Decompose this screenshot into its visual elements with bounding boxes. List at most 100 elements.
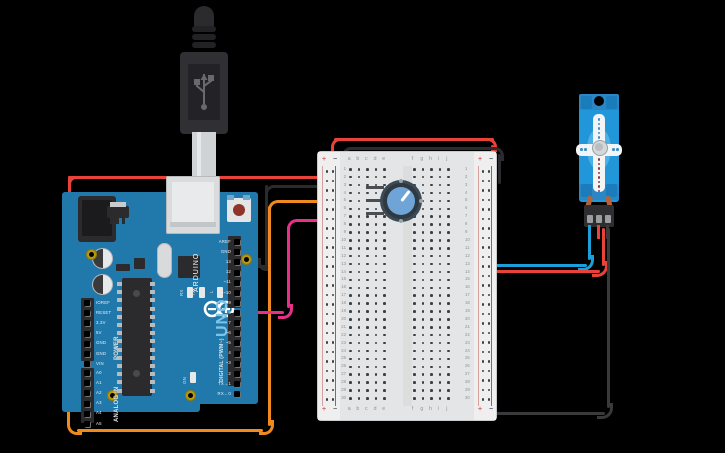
breadboard-hole[interactable]	[447, 278, 450, 282]
breadboard-hole[interactable]	[349, 175, 352, 179]
breadboard-hole[interactable]	[357, 175, 361, 179]
arduino-socket-digital-7[interactable]	[234, 320, 240, 326]
breadboard-rail-hole[interactable]	[331, 303, 335, 306]
breadboard-rail-hole[interactable]	[325, 227, 329, 230]
breadboard-hole[interactable]	[383, 278, 386, 282]
breadboard-rail-hole[interactable]	[481, 217, 485, 221]
wire-servo-signal-horizontal[interactable]	[456, 264, 587, 267]
arduino-socket-analog-A3[interactable]	[84, 400, 90, 407]
breadboard-rail-hole[interactable]	[481, 170, 485, 173]
breadboard-rail-hole[interactable]	[325, 369, 329, 373]
breadboard-hole[interactable]	[413, 365, 416, 369]
breadboard-left-rail[interactable]	[318, 152, 340, 420]
breadboard-hole[interactable]	[430, 341, 433, 345]
breadboard-hole[interactable]	[349, 207, 352, 211]
breadboard-hole[interactable]	[366, 318, 369, 321]
breadboard-hole[interactable]	[421, 365, 425, 369]
breadboard-hole[interactable]	[357, 333, 361, 337]
breadboard-hole[interactable]	[430, 183, 433, 187]
breadboard-rail-hole[interactable]	[331, 255, 335, 259]
wire-servo-signal-up[interactable]	[588, 228, 591, 260]
arduino-socket-analog-A0[interactable]	[84, 370, 90, 376]
breadboard-hole[interactable]	[374, 247, 378, 250]
breadboard-rail-hole[interactable]	[481, 303, 485, 306]
breadboard-rail-hole[interactable]	[481, 274, 485, 278]
breadboard-hole[interactable]	[421, 357, 425, 361]
breadboard-hole[interactable]	[421, 389, 425, 392]
breadboard-hole[interactable]	[383, 397, 386, 400]
breadboard-hole[interactable]	[438, 262, 442, 266]
breadboard-hole[interactable]	[438, 207, 442, 211]
breadboard-hole[interactable]	[357, 254, 361, 258]
breadboard-hole[interactable]	[438, 349, 442, 353]
breadboard-hole[interactable]	[366, 341, 369, 345]
breadboard-hole[interactable]	[430, 254, 433, 258]
breadboard-hole[interactable]	[374, 326, 378, 329]
breadboard-hole[interactable]	[447, 302, 450, 305]
breadboard-hole[interactable]	[413, 318, 416, 321]
breadboard-hole[interactable]	[349, 183, 352, 187]
breadboard-hole[interactable]	[383, 286, 386, 290]
breadboard-hole[interactable]	[447, 247, 450, 250]
breadboard-hole[interactable]	[374, 373, 378, 376]
breadboard-hole[interactable]	[430, 365, 433, 369]
breadboard-rail-hole[interactable]	[487, 208, 491, 211]
arduino-socket-digital-2[interactable]	[234, 371, 240, 377]
breadboard-hole[interactable]	[447, 215, 450, 218]
breadboard-hole[interactable]	[430, 199, 433, 203]
arduino-socket-power-5V[interactable]	[84, 330, 90, 337]
breadboard-hole[interactable]	[421, 341, 425, 345]
breadboard-hole[interactable]	[438, 302, 442, 305]
breadboard-hole[interactable]	[383, 239, 386, 242]
breadboard-rail-hole[interactable]	[331, 293, 335, 297]
arduino-socket-power-GND[interactable]	[84, 351, 90, 357]
breadboard-rail-hole[interactable]	[487, 341, 491, 344]
breadboard-hole[interactable]	[374, 175, 378, 179]
breadboard-hole[interactable]	[349, 247, 352, 250]
breadboard-hole[interactable]	[357, 294, 361, 297]
breadboard-hole[interactable]	[447, 365, 450, 369]
breadboard-hole[interactable]	[447, 389, 450, 392]
breadboard-rail-hole[interactable]	[325, 246, 329, 249]
breadboard-hole[interactable]	[430, 239, 433, 242]
breadboard-hole[interactable]	[447, 373, 450, 376]
breadboard-hole[interactable]	[374, 223, 378, 226]
breadboard-rail-hole[interactable]	[481, 227, 485, 230]
breadboard-hole[interactable]	[438, 191, 442, 195]
arduino-socket-power-3.3V[interactable]	[84, 320, 90, 327]
breadboard-hole[interactable]	[438, 239, 442, 242]
breadboard-hole[interactable]	[438, 381, 442, 384]
breadboard-hole[interactable]	[349, 294, 352, 297]
wire-top-rail-minus[interactable]	[348, 147, 496, 150]
arduino-socket-digital-13[interactable]	[234, 259, 240, 266]
breadboard-rail-hole[interactable]	[487, 274, 491, 278]
breadboard-hole[interactable]	[430, 270, 433, 274]
breadboard-hole[interactable]	[430, 231, 433, 234]
breadboard-hole[interactable]	[383, 381, 386, 384]
breadboard-hole[interactable]	[366, 286, 369, 290]
breadboard-rail-hole[interactable]	[331, 208, 335, 211]
breadboard-hole[interactable]	[366, 389, 369, 392]
breadboard-hole[interactable]	[349, 168, 352, 171]
breadboard-hole[interactable]	[447, 326, 450, 329]
breadboard-hole[interactable]	[438, 326, 442, 329]
breadboard-hole[interactable]	[349, 302, 352, 305]
breadboard-hole[interactable]	[430, 381, 433, 384]
breadboard-hole[interactable]	[383, 357, 386, 361]
breadboard-hole[interactable]	[349, 310, 352, 313]
arduino-socket-digital-TX1[interactable]	[234, 381, 240, 388]
breadboard-rail-hole[interactable]	[331, 217, 335, 221]
breadboard-hole[interactable]	[383, 326, 386, 329]
breadboard-rail-hole[interactable]	[487, 369, 491, 373]
breadboard-hole[interactable]	[366, 365, 369, 369]
breadboard-hole[interactable]	[413, 349, 416, 353]
breadboard-hole[interactable]	[357, 207, 361, 211]
breadboard-rail-hole[interactable]	[325, 379, 329, 382]
breadboard-rail-hole[interactable]	[325, 350, 329, 354]
arduino-socket-analog-A4[interactable]	[84, 410, 90, 417]
breadboard-hole[interactable]	[438, 270, 442, 274]
breadboard-hole[interactable]	[374, 168, 378, 171]
wire-a5-down[interactable]	[67, 410, 70, 426]
breadboard-hole[interactable]	[421, 231, 425, 234]
breadboard-rail-hole[interactable]	[481, 284, 485, 287]
